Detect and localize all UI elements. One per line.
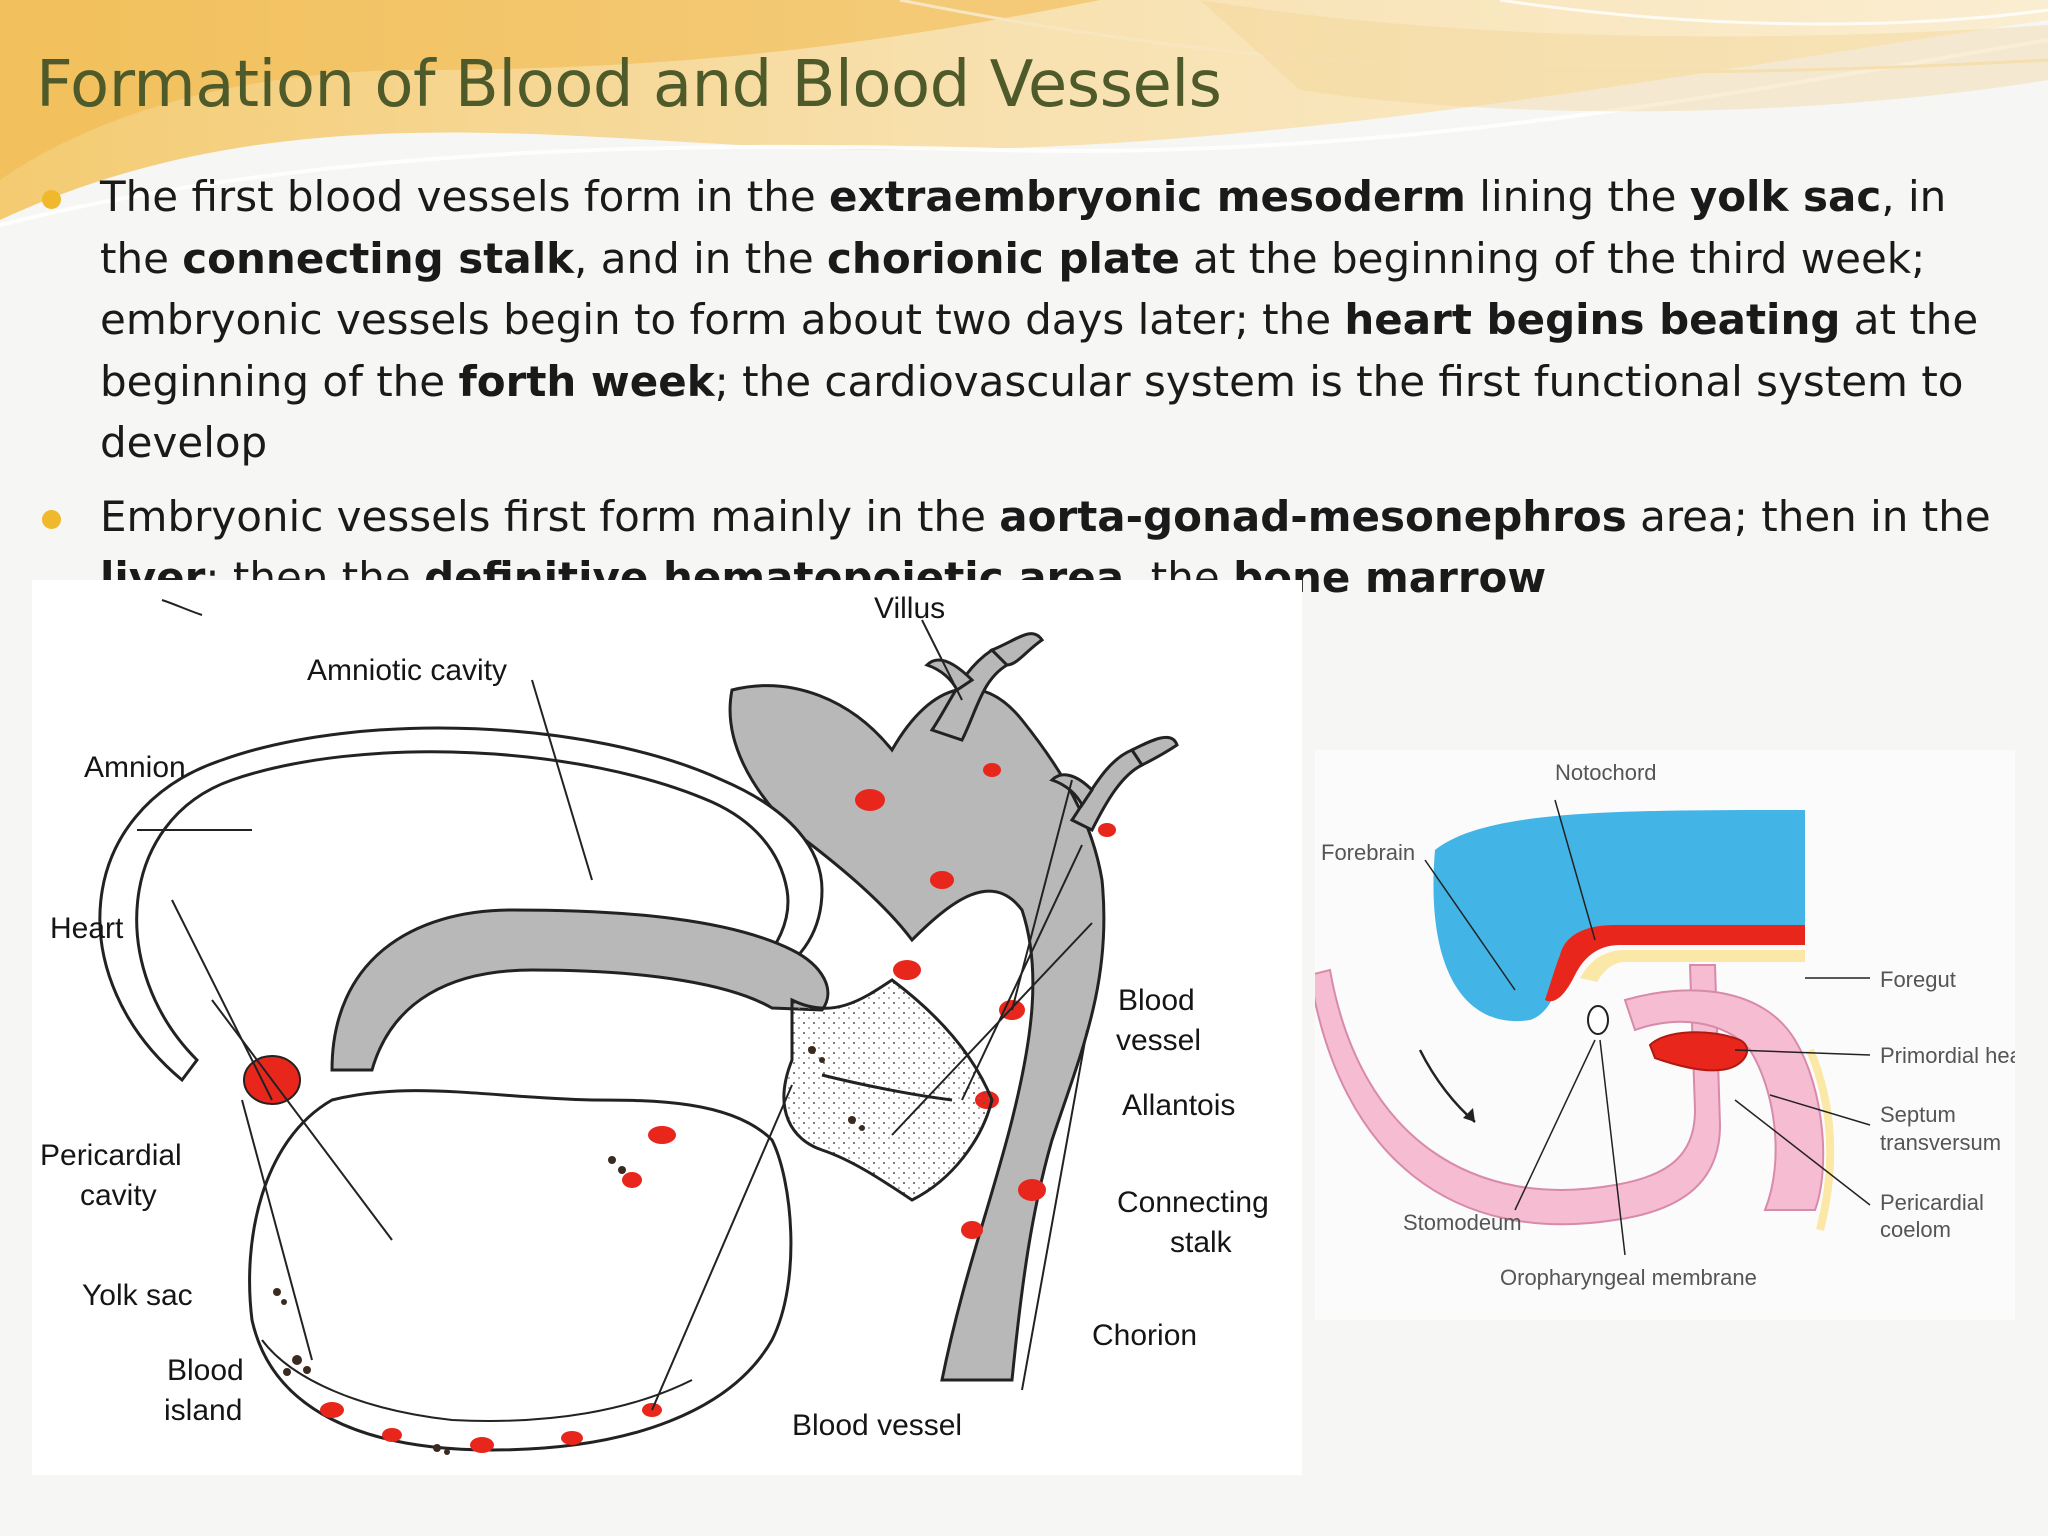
villus-branches [924, 632, 1179, 833]
heart-development-diagram: Notochord Forebrain Foregut Primordial h… [1315, 760, 2015, 1290]
label-connecting-stalk-2: stalk [1170, 1226, 1233, 1259]
label-yolk-sac: Yolk sac [82, 1279, 193, 1312]
bullet-bold-term: chorionic plate [827, 233, 1180, 283]
pink-mesoderm [1315, 964, 1835, 1231]
bullet-text-run: ; the cardiovascular system is the first… [100, 356, 1964, 468]
bullet-bold-term: yolk sac [1689, 172, 1882, 221]
label-stomodeum: Stomodeum [1403, 1210, 1522, 1235]
label-notochord: Notochord [1555, 760, 1657, 785]
label-chorion: Chorion [1092, 1319, 1197, 1352]
label-septum-2: transversum [1880, 1130, 2001, 1155]
label-pericardial-2: cavity [80, 1179, 157, 1212]
yolk-sac-shape [248, 1089, 793, 1452]
label-pericardial-coelom-1: Pericardial [1880, 1190, 1984, 1215]
label-blood-island-2: island [164, 1394, 242, 1427]
slide-title: Formation of Blood and Blood Vessels [36, 48, 1222, 122]
label-connecting-stalk-1: Connecting [1117, 1186, 1269, 1219]
chorion-shape [728, 684, 1106, 1382]
label-blood-vessel-right-2: vessel [1116, 1024, 1201, 1057]
oropharyngeal-ring [1587, 1005, 1609, 1035]
bullet-text: The first blood vessels form in the extr… [100, 172, 1978, 467]
bullet-item: The first blood vessels form in the extr… [40, 166, 2020, 474]
label-blood-vessel-bottom: Blood vessel [792, 1409, 962, 1442]
embryonic-disc [330, 908, 830, 1072]
direction-arrow-icon [1418, 1049, 1476, 1123]
bullet-bold-term: extraembryonic mesoderm [829, 172, 1466, 221]
label-allantois: Allantois [1122, 1089, 1235, 1122]
label-septum-1: Septum [1880, 1102, 1956, 1127]
forebrain-shape [1433, 810, 1805, 1022]
bullet-text-run: The first blood vessels form in the [100, 172, 830, 221]
bullet-bold-term: forth week [458, 356, 715, 406]
primordial-heart-shape [1648, 1031, 1749, 1072]
header-swoosh [0, 0, 2048, 227]
label-foregut: Foregut [1880, 967, 1956, 992]
allantois-shape [821, 1073, 953, 1102]
right-leader-lines [1424, 799, 1871, 1256]
bullet-bold-term: heart begins beating [1344, 295, 1841, 344]
label-heart: Heart [50, 912, 124, 945]
bullet-text-run: , and in the [574, 233, 828, 283]
blood-island-dots [273, 1046, 865, 1455]
label-villus: Villus [874, 592, 945, 625]
bullet-list: The first blood vessels form in the extr… [40, 166, 2020, 609]
label-forebrain: Forebrain [1321, 840, 1415, 865]
label-oropharyngeal-membrane: Oropharyngeal membrane [1500, 1265, 1757, 1290]
figure-left-extraembryonic: Villus Amniotic cavity Amnion Heart Peri… [32, 580, 1302, 1475]
bullet-text-run: Embryonic vessels first form mainly in t… [100, 491, 1000, 541]
bullet-dot-icon [42, 509, 61, 529]
bullet-bold-term: connecting stalk [182, 233, 575, 283]
label-amniotic-cavity: Amniotic cavity [307, 654, 507, 687]
extraembryonic-diagram: Villus Amniotic cavity Amnion Heart Peri… [40, 592, 1269, 1455]
label-primordial-heart: Primordial heart [1880, 1043, 2015, 1068]
bullet-text-run: , in the [100, 172, 1947, 283]
label-blood-island-1: Blood [167, 1354, 244, 1387]
leader-lines [137, 599, 1093, 1411]
bullet-bold-term: aorta-gonad-mesonephros [999, 491, 1627, 541]
label-pericardial-1: Pericardial [40, 1139, 182, 1172]
label-pericardial-coelom-2: coelom [1880, 1217, 1951, 1242]
figure-right-heart-development: Notochord Forebrain Foregut Primordial h… [1315, 750, 2015, 1320]
yolk-sac-blood [320, 1126, 676, 1453]
label-blood-vessel-right-1: Blood [1118, 984, 1195, 1017]
bullet-text-run: area; then in the [1626, 491, 1991, 541]
bullet-text-run: at the beginning of the [100, 295, 1979, 406]
label-amnion: Amnion [84, 751, 186, 784]
bullet-text-run: lining the [1465, 172, 1690, 221]
bullet-dot-icon [42, 190, 61, 209]
bullet-text-run: at the beginning of the third week; embr… [100, 233, 1926, 345]
amnion-membrane [98, 726, 824, 1083]
